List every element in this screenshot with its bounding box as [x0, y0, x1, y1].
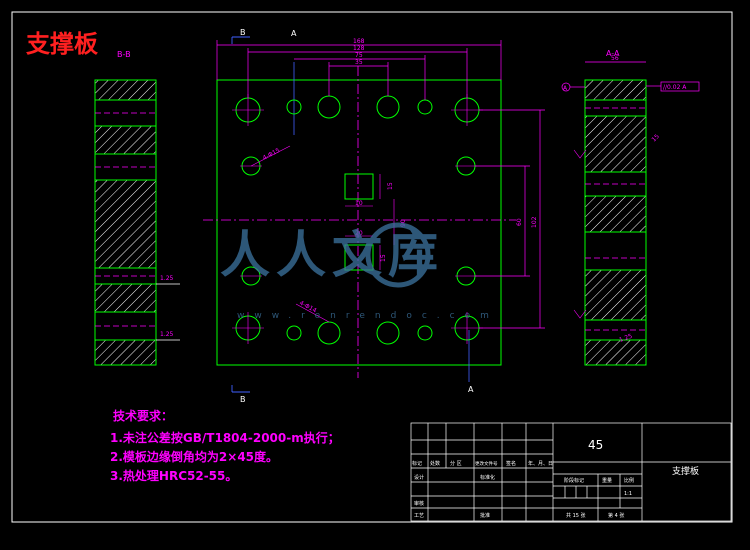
material-value: 45 [588, 438, 603, 452]
dim-side-15: 15 [650, 133, 660, 143]
cut-mark-a-top: A [291, 29, 297, 38]
dim-60: 60 [516, 218, 523, 226]
dim-10: 10 [355, 200, 363, 207]
tb-gengwj: 更改文件号 [475, 460, 498, 467]
tb-biaoji: 标记 [412, 460, 422, 467]
tb-sheets: 共 15 张 [566, 512, 586, 519]
dim-75: 75 [355, 52, 363, 59]
dim-168: 168 [353, 38, 365, 45]
tb-qianming: 签名 [506, 460, 516, 467]
section-view-aa: A-A 56 A //0.02 A 15 1.25 [561, 49, 700, 366]
drawing-frame [11, 11, 733, 523]
drawing-title: 支撑板 [26, 30, 99, 58]
dim-15-lower: 15 [380, 254, 387, 262]
tb-biaozhunhua: 标准化 [480, 474, 495, 481]
main-plate-view: 168 128 75 35 102 60 15 15 10 20 90 [203, 28, 545, 404]
hole-callout-upper: 4-Φ15 [262, 147, 282, 162]
tb-nyr: 年、月、日 [528, 460, 553, 467]
tb-fenqu: 分 区 [450, 460, 462, 467]
cut-mark-a-bottom: A [468, 385, 474, 394]
title-block [410, 422, 732, 522]
cut-mark-b-bottom: B [240, 395, 246, 404]
tb-sheet-no: 第 4 张 [608, 512, 624, 519]
tb-sheji: 设计 [414, 474, 424, 481]
notes-line-3: 3.热处理HRC52-55。 [110, 468, 237, 483]
dim-128: 128 [353, 45, 365, 52]
watermark: 人人文库 www.renrendoc.com [220, 222, 499, 321]
plate-outline [216, 79, 502, 366]
tb-bili: 比例 [624, 477, 634, 484]
section-label-aa: A-A [606, 49, 620, 58]
dim-56: 56 [611, 55, 619, 62]
section-view-bb: 1.25 1.25 [94, 79, 180, 366]
datum-a-label: A [563, 85, 568, 92]
watermark-text: 人人文库 [220, 226, 444, 284]
notes-line-2: 2.模板边缘倒角均为2×45度。 [110, 449, 278, 464]
notes-heading: 技术要求： [113, 408, 173, 423]
cut-mark-b-top: B [240, 28, 246, 37]
tb-shenhe: 审核 [414, 500, 424, 507]
parallelism-tolerance: //0.02 A [663, 84, 687, 91]
tb-zhongliang: 重量 [602, 477, 612, 484]
tb-scale: 1:1 [624, 491, 632, 497]
notes-line-1: 1.未注公差按GB/T1804-2000-m执行； [110, 430, 340, 445]
dim-15-upper: 15 [387, 182, 394, 190]
roughness-label-2: 1.25 [160, 331, 174, 338]
dim-102: 102 [531, 216, 538, 228]
roughness-label-3: 1.25 [618, 333, 633, 344]
dim-20: 20 [355, 230, 363, 237]
technical-notes: 技术要求： 1.未注公差按GB/T1804-2000-m执行； 2.模板边缘倒角… [110, 408, 340, 483]
part-name: 支撑板 [672, 465, 699, 477]
section-label-bb: B-B [117, 50, 131, 59]
tb-pizhun: 批准 [480, 512, 490, 519]
roughness-label-1: 1.25 [160, 275, 174, 282]
tb-gongyi: 工艺 [414, 513, 424, 519]
tb-chushu: 处数 [430, 460, 440, 467]
watermark-url: www.renrendoc.com [237, 311, 499, 321]
tb-jieduan: 阶段标记 [564, 477, 584, 484]
dim-35: 35 [355, 59, 363, 66]
